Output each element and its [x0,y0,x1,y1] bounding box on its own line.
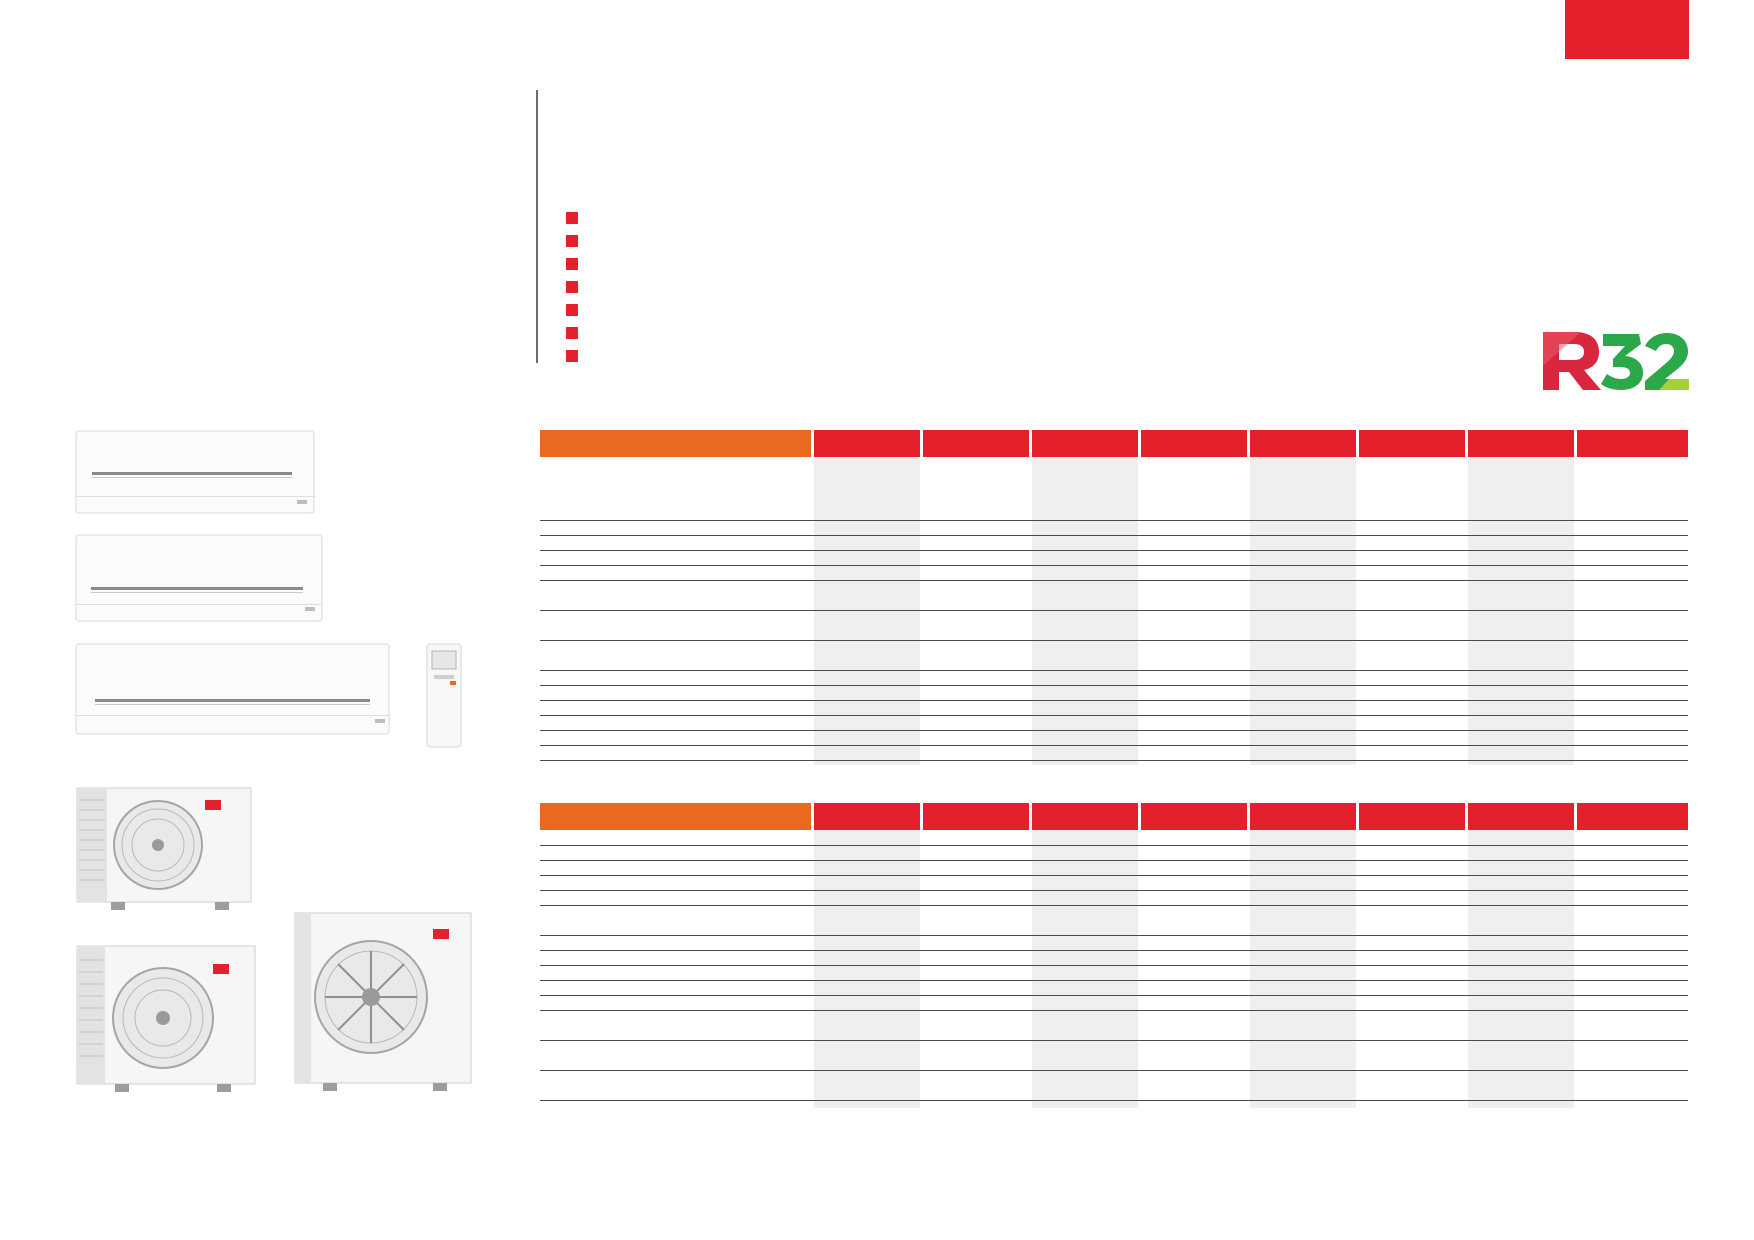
header-model-cell [1577,430,1688,457]
indoor-unit-small [75,430,315,514]
table-row [540,745,1688,746]
column-shade [1468,457,1574,765]
bullet-square [566,350,578,362]
table-row [540,1100,1688,1101]
column-shade [814,457,920,765]
column-shade [1468,830,1574,1108]
header-model-cell [1468,430,1574,457]
header-model-cell [814,803,920,830]
table-row [540,670,1688,671]
table-row [540,950,1688,951]
table-row [540,565,1688,566]
table-row [540,640,1688,641]
table-row [540,580,1688,581]
table-row [540,965,1688,966]
header-model-cell [1032,803,1138,830]
table-row [540,550,1688,551]
table-row [540,610,1688,611]
bullet-square [566,327,578,339]
column-shade [1032,457,1138,765]
header-model-cell [1359,803,1465,830]
table-row [540,1070,1688,1071]
header-model-cell [1032,430,1138,457]
column-shade [1032,830,1138,1108]
table-row [540,520,1688,521]
table-row [540,995,1688,996]
table-row [540,700,1688,701]
outdoor-unit-3 [294,912,472,1091]
column-shade [814,830,920,1108]
table-row [540,1010,1688,1011]
table-row [540,890,1688,891]
header-model-cell [1359,430,1465,457]
table-header-row [540,803,1688,830]
vertical-divider [536,90,538,363]
indoor-spec-table [540,430,1688,765]
header-model-cell [1141,803,1247,830]
header-model-cell [1250,430,1356,457]
table-row [540,935,1688,936]
remote-controller-icon [426,643,462,748]
table-row [540,905,1688,906]
bullet-square [566,304,578,316]
table-row [540,685,1688,686]
r32-refrigerant-logo [1543,332,1689,390]
table-row [540,875,1688,876]
table-row [540,980,1688,981]
header-model-cell [1577,803,1688,830]
header-model-cell [814,430,920,457]
table-row [540,730,1688,731]
bullet-square [566,212,578,224]
bullet-square [566,258,578,270]
header-model-cell [1141,430,1247,457]
table-row [540,845,1688,846]
column-shade [1250,457,1356,765]
table-row [540,715,1688,716]
header-model-cell [923,803,1029,830]
table-row [540,860,1688,861]
table-header-row [540,430,1688,457]
bullet-square [566,281,578,293]
outdoor-unit-1 [76,787,252,910]
indoor-unit-medium [75,534,323,622]
bullet-square [566,235,578,247]
outdoor-spec-table [540,803,1688,1108]
header-label-cell [540,803,811,830]
outdoor-unit-2 [76,945,256,1092]
header-label-cell [540,430,811,457]
header-model-cell [1250,803,1356,830]
corner-tab [1565,0,1689,59]
table-row [540,760,1688,761]
table-row [540,535,1688,536]
table-row [540,1040,1688,1041]
column-shade [1250,830,1356,1108]
header-model-cell [923,430,1029,457]
header-model-cell [1468,803,1574,830]
indoor-unit-large [75,643,390,735]
